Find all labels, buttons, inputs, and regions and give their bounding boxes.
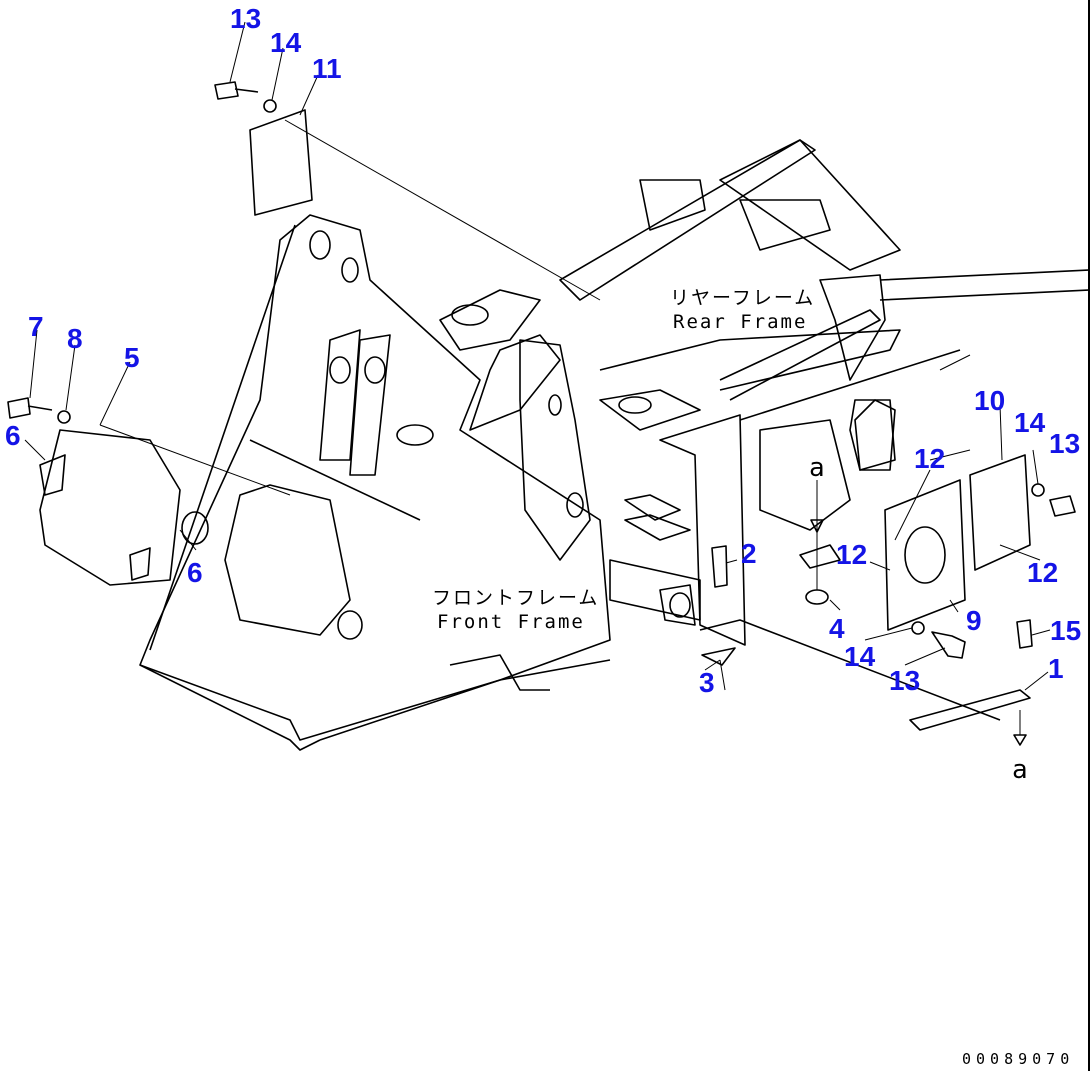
callout-13: 13 bbox=[1049, 428, 1080, 459]
callout-15: 15 bbox=[1050, 615, 1081, 646]
callout-13: 13 bbox=[889, 665, 920, 696]
cover-11 bbox=[249, 109, 313, 216]
callout-6: 6 bbox=[187, 557, 203, 588]
center-hinge-drawing bbox=[609, 349, 1001, 721]
rear-frame-label-jp: リヤーフレーム bbox=[670, 287, 815, 309]
view-marker-a: a bbox=[1012, 755, 1030, 785]
callout-1: 1 bbox=[1048, 653, 1064, 684]
callout-labels: 13 14 11 7 8 5 6 6 2 12 10 14 13 12 12 9… bbox=[5, 3, 1081, 698]
callout-8: 8 bbox=[67, 323, 83, 354]
callout-3: 3 bbox=[699, 667, 715, 698]
front-frame-label-en: Front Frame bbox=[437, 611, 585, 633]
plate-9 bbox=[884, 479, 966, 631]
captions: a a リヤーフレーム Rear Frame フロントフレーム Front Fr… bbox=[432, 287, 1074, 1068]
callout-14: 14 bbox=[844, 641, 876, 672]
rear-frame-label-en: Rear Frame bbox=[673, 311, 807, 333]
view-marker-a: a bbox=[809, 453, 827, 483]
front-frame-drawing bbox=[139, 214, 611, 751]
callout-14: 14 bbox=[270, 27, 302, 58]
callout-13: 13 bbox=[230, 3, 261, 34]
callout-11: 11 bbox=[312, 53, 342, 84]
parts-drawing bbox=[7, 81, 1076, 746]
callout-12: 12 bbox=[914, 443, 945, 474]
callout-9: 9 bbox=[966, 605, 982, 636]
leader-lines bbox=[24, 21, 1051, 691]
front-frame-label-jp: フロントフレーム bbox=[432, 587, 599, 609]
rear-frame-drawing bbox=[439, 139, 1088, 431]
cover-5 bbox=[39, 429, 181, 586]
callout-7: 7 bbox=[28, 311, 44, 342]
plate-10 bbox=[969, 454, 1031, 571]
callout-2: 2 bbox=[741, 538, 757, 569]
callout-5: 5 bbox=[124, 342, 140, 373]
callout-6: 6 bbox=[5, 420, 21, 451]
drawing-code: 00089070 bbox=[962, 1050, 1074, 1068]
bar-1 bbox=[909, 689, 1031, 731]
callout-4: 4 bbox=[829, 613, 845, 644]
callout-12: 12 bbox=[836, 539, 867, 570]
callout-10: 10 bbox=[974, 385, 1005, 416]
callout-12: 12 bbox=[1027, 557, 1058, 588]
callout-14: 14 bbox=[1014, 407, 1046, 438]
